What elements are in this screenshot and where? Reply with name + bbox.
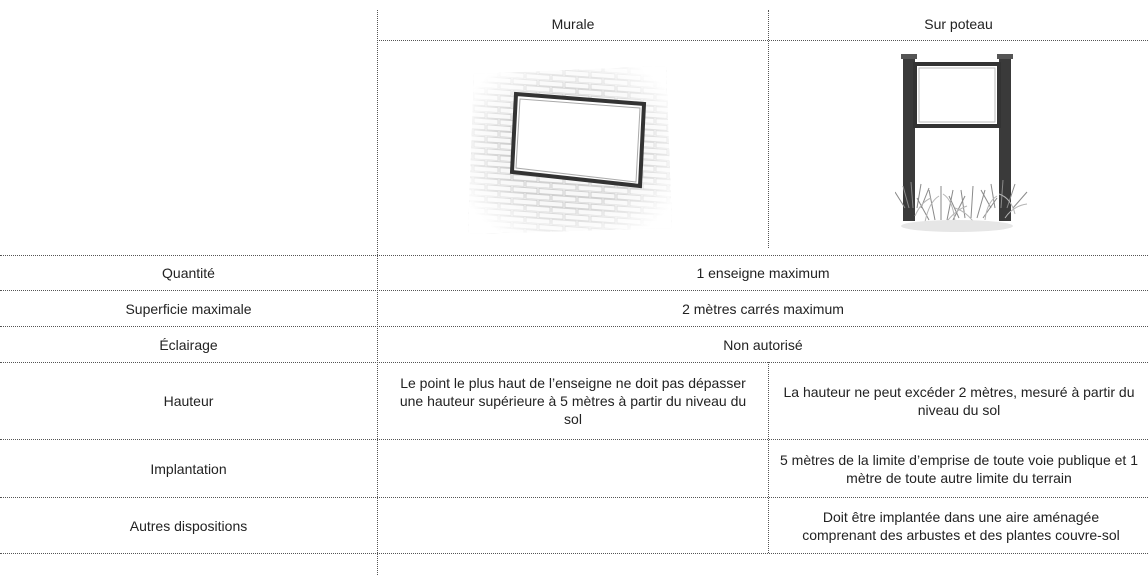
header-underline: [377, 40, 1148, 41]
value-autres-sur-poteau: Doit être implantée dans une aire aménag…: [802, 508, 1120, 543]
value-implantation-sur-poteau: 5 mètres de la limite d’emprise de toute…: [780, 451, 1138, 486]
value-hauteur-murale: Le point le plus haut de l’enseigne ne d…: [399, 375, 747, 427]
value-hauteur-sur-poteau: La hauteur ne peut excéder 2 mètres, mes…: [783, 384, 1135, 418]
row-divider: [0, 497, 1148, 498]
column-divider-middle: [768, 10, 769, 248]
column-divider-middle-lower: [768, 362, 769, 553]
value-eclairage: Non autorisé: [723, 336, 803, 353]
row-label-hauteur: Hauteur: [163, 393, 214, 409]
post-sign-panel: [913, 62, 1001, 128]
column-divider-left: [377, 10, 378, 575]
row-divider: [0, 255, 1148, 256]
value-autres-murale: [398, 498, 748, 553]
row-label-superficie: Superficie maximale: [125, 300, 252, 317]
column-header-sur-poteau: Sur poteau: [924, 16, 993, 32]
row-label-quantite: Quantité: [162, 265, 215, 281]
row-divider: [0, 290, 1148, 291]
row-label-eclairage: Éclairage: [159, 336, 218, 353]
row-divider: [0, 326, 1148, 327]
row-label-autres-dispositions: Autres dispositions: [129, 517, 248, 534]
value-quantite: 1 enseigne maximum: [696, 265, 830, 281]
value-superficie: 2 mètres carrés maximum: [682, 300, 844, 317]
wall-sign-illustration: [468, 66, 672, 234]
row-divider: [0, 362, 1148, 363]
value-implantation-murale: [398, 440, 748, 497]
row-divider: [0, 553, 1148, 554]
row-divider: [0, 439, 1148, 440]
row-label-implantation: Implantation: [150, 460, 227, 477]
column-header-murale: Murale: [551, 16, 595, 32]
post-sign-illustration: [895, 54, 1028, 232]
wall-sign-panel: [509, 91, 647, 189]
